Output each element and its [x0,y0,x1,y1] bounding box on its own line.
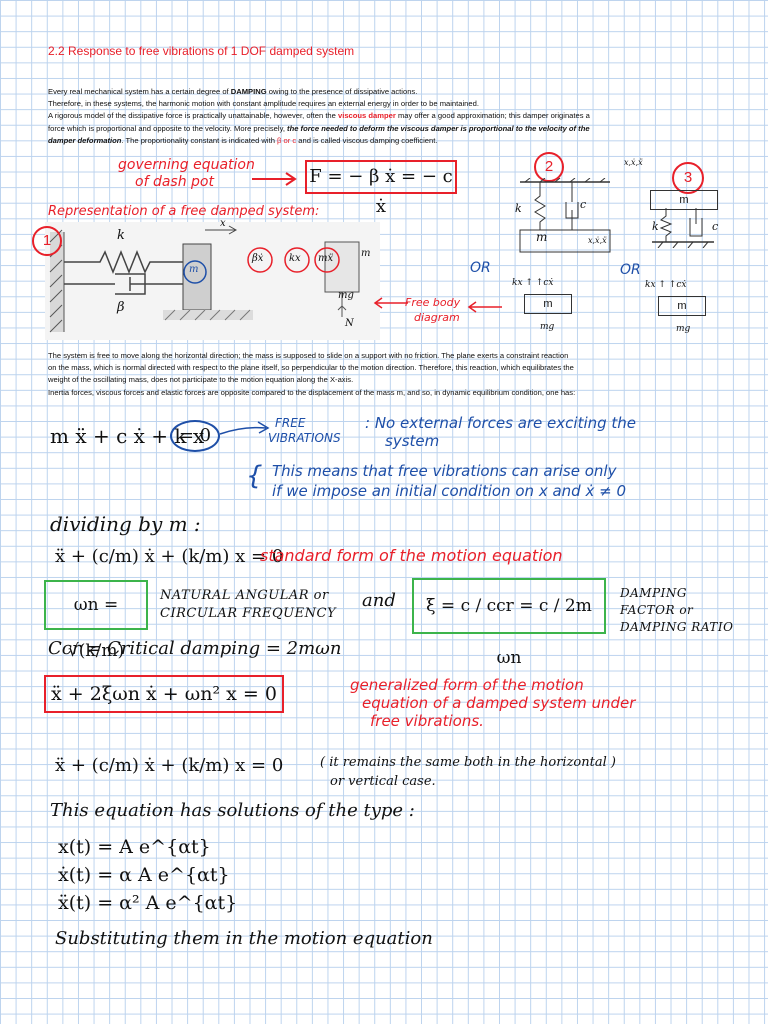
fbd-arrow [373,297,408,309]
fbd-arrow-right [467,301,502,313]
para2-line-3: weight of the oscillating mass, does not… [48,375,354,385]
zero-circled: = 0 [170,420,220,452]
fig-spring-label: k [117,228,125,243]
natural-label-1: NATURAL ANGULAR or [160,588,329,603]
vibrations-label: VIBRATIONS [268,431,341,445]
fig-force-mx: mẍ [318,253,334,264]
dashpot-equation-box: F = − β ẋ = − c ẋ [305,160,457,217]
intro-line-5: damper deformation. The proportionality … [48,135,438,145]
remains-note-1: ( it remains the same both in the horizo… [320,755,616,770]
circle-2-marker: 2 [534,152,564,182]
governing-note-2: of dash pot [135,174,214,190]
d2-fbd-forces: kx ↑ ↑cẋ [512,278,554,288]
intro-line-4: force which is proportional and opposite… [48,123,590,133]
fig-mass-label: m [189,264,199,275]
fig-x-label: x [220,218,226,229]
d3-fbd-forces: kx ↑ ↑cẋ [645,280,687,290]
or-label-1: OR [470,260,491,276]
second-paragraph: The system is free to move along the hor… [48,350,748,399]
generalized-equation-box: ẍ + 2ξωn ẋ + ωn² x = 0 [44,675,284,713]
d2-spring-label: k [515,202,522,215]
damping-label-1: DAMPING [620,586,687,600]
d2-damper-label: c [580,198,587,211]
fig-damper-label: β [117,300,125,315]
damping-label-2: FACTOR or [620,603,694,617]
free-body-note: Free body [405,296,461,309]
dividing-note: dividing by m : [50,512,201,536]
circle-1-marker: 1 [32,226,62,256]
mass-spring-damper-drawing [49,225,360,333]
brace-symbol: { [246,461,263,491]
substituting-note: Substituting them in the motion equation [55,928,433,949]
and-word: and [362,590,396,611]
d2-fbd-mass: m [524,294,572,314]
representation-note: Representation of a free damped system: [48,204,320,219]
circle-3-marker: 3 [672,162,704,194]
d3-spring-label: k [652,220,659,233]
damping-label-3: DAMPING RATIO [620,620,734,634]
para2-line-2: on the mass, which is normal directed wi… [48,363,574,373]
critical-damping: Ccr = Critical damping = 2mωn [48,638,342,659]
d2-mass-label: m [536,230,548,244]
vertical-system-3-drawing [652,208,714,248]
no-external-forces: : No external forces are exciting the [365,414,637,432]
fbd-weight-label: mg [338,290,354,301]
d3-fbd-weight: mg [676,324,691,334]
generalized-note-3: free vibrations. [370,712,484,730]
arrow-to-free-vibrations [219,421,270,435]
intro-paragraph: Every real mechanical system has a certa… [48,86,748,147]
d3-damper-label: c [712,220,719,233]
solutions-note: This equation has solutions of the type … [50,800,415,821]
para2-line-4: Inertia forces, viscous forces and elast… [48,387,576,397]
natural-frequency-box: ωn = √(k/m) [44,580,148,661]
means-line-1: This means that free vibrations can aris… [272,462,617,480]
vertical-system-2-drawing [519,178,611,253]
remains-note-2: or vertical case. [330,774,436,789]
damping-factor-box: ξ = c / ccr = c / 2m ωn [412,578,606,668]
or-label-2: OR [620,262,641,278]
no-external-forces-2: system [385,432,440,450]
d2-fbd-weight: mg [540,322,555,332]
intro-line-2: Therefore, in these systems, the harmoni… [48,99,479,109]
standard-form-note: standard form of the motion equation [260,546,563,565]
solution-x-dot: ẋ(t) = α A e^{αt} [58,864,230,886]
d3-mass: m [650,190,718,210]
fig-force-beta: βẋ [252,253,264,264]
motion-equation-repeat: ẍ + (c/m) ẋ + (k/m) x = 0 [55,755,284,776]
solution-x: x(t) = A e^{αt} [58,836,211,858]
standard-equation: ẍ + (c/m) ẋ + (k/m) x = 0 [55,546,284,567]
para2-line-1: The system is free to move along the hor… [48,351,569,360]
free-damped-system-figure: k β x m βẋ kx mẍ m mg N [45,218,380,340]
section-title: 2.2 Response to free vibrations of 1 DOF… [48,44,355,58]
fbd-mass-label: m [361,248,371,259]
fbd-normal-label: N [345,318,354,329]
free-label: FREE [275,416,306,430]
d3-fbd-mass: m [658,296,706,316]
means-line-2: if we impose an initial condition on x a… [272,482,626,500]
d3-coords: x,ẋ,ẍ [624,158,643,167]
natural-label-2: CIRCULAR FREQUENCY [160,606,337,621]
intro-line-1: Every real mechanical system has a certa… [48,87,418,96]
free-body-note-2: diagram [414,311,460,324]
governing-note: governing equation [118,157,255,173]
intro-line-3: A rigorous model of the dissipative forc… [48,111,590,121]
arrow-to-dashpot-eq [252,172,297,186]
d2-coords: x,ẋ,ẍ [588,236,607,245]
solution-x-ddot: ẍ(t) = α² A e^{αt} [58,892,238,914]
generalized-note-2: equation of a damped system under [362,694,636,712]
generalized-note-1: generalized form of the motion [350,676,584,694]
fig-force-kx: kx [289,253,301,264]
